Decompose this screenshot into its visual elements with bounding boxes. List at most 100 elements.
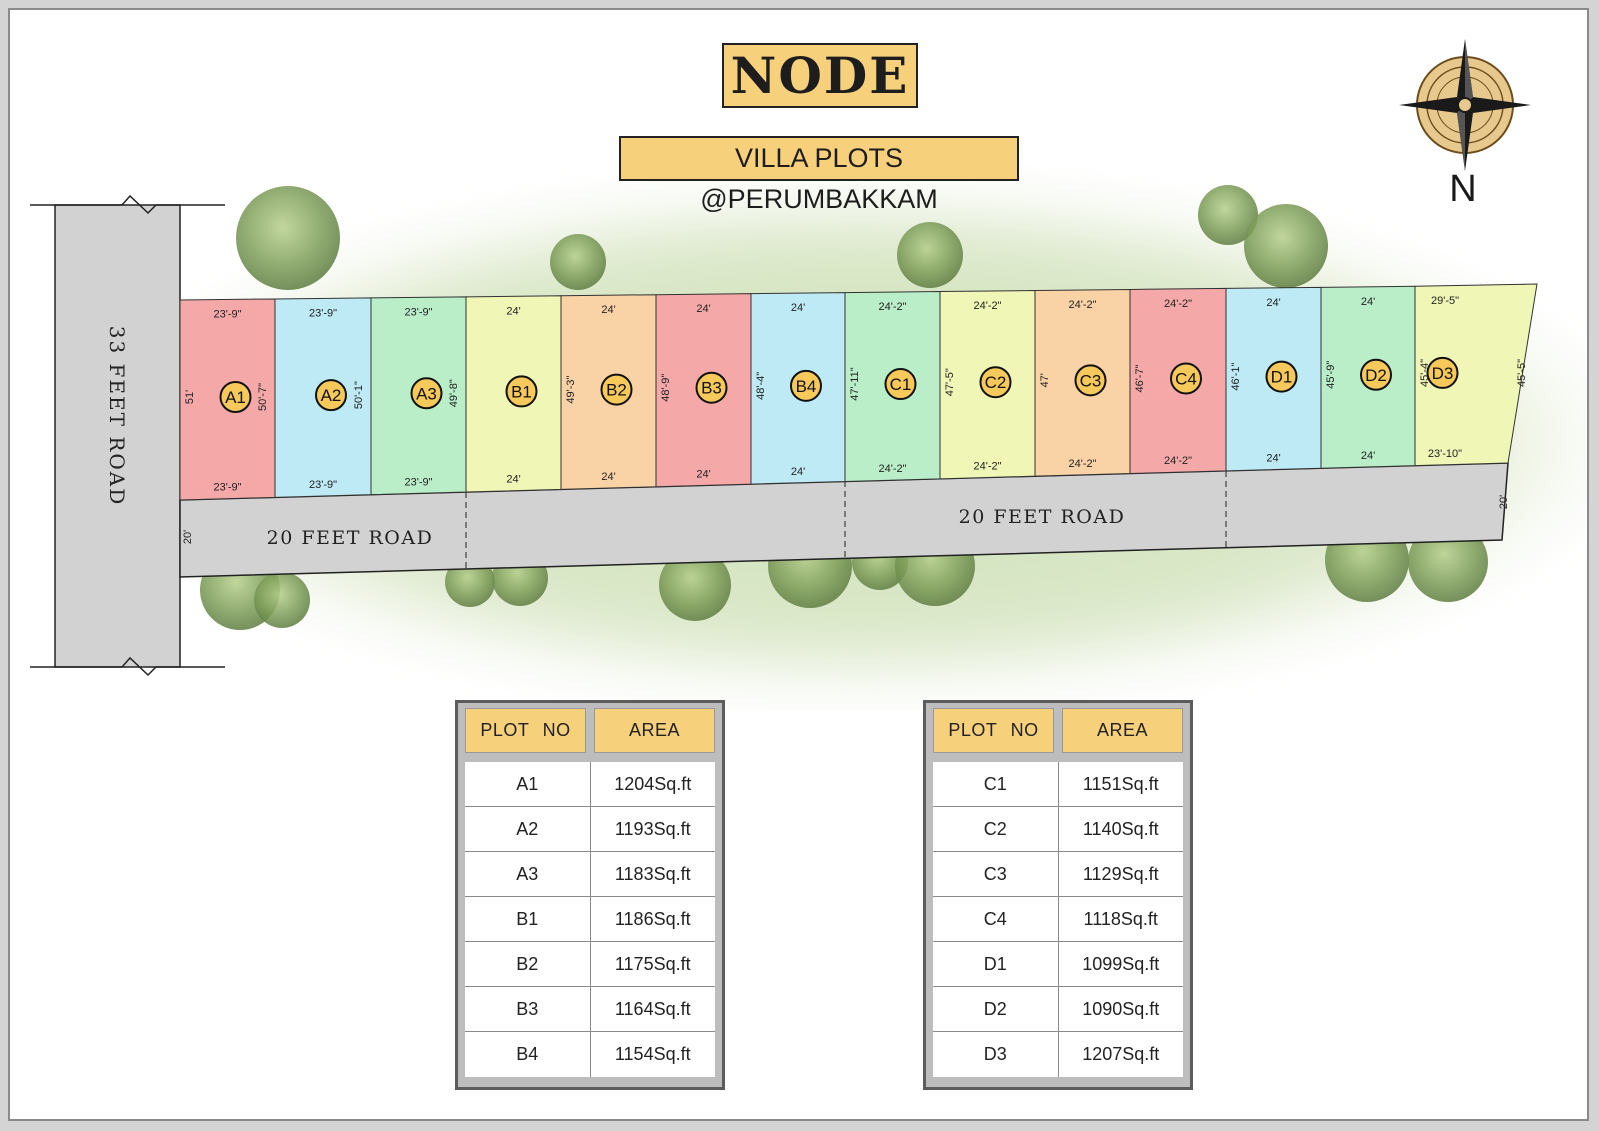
plot-dim-bottom: 24'	[1266, 453, 1280, 465]
plot-no-cell: B2	[465, 942, 591, 986]
site-plan-map: 33 FEET ROAD 20 FEET ROAD 20 FEET ROAD 2…	[30, 39, 1587, 700]
plot-dim-bottom: 24'	[1361, 450, 1375, 462]
plot-dim-top: 24'-2"	[973, 300, 1001, 312]
plot-badge	[1426, 356, 1459, 389]
main-road-label: 33 FEET ROAD	[105, 326, 129, 507]
table-header: PLOT NO AREA	[465, 708, 715, 753]
area-cell: 1175Sq.ft	[614, 953, 691, 974]
plot-dim-bottom: 23'-9"	[309, 479, 337, 491]
table-row: B2 1175Sq.ft	[465, 942, 715, 987]
plot-label: D2	[1365, 366, 1387, 385]
table-row: C3 1129Sq.ft	[933, 852, 1183, 897]
page-subtitle: VILLA PLOTS @PERUMBAKKAM	[619, 136, 1019, 214]
plot-no-cell: A3	[465, 852, 591, 896]
plot-dim-left: 46'-7"	[1134, 364, 1146, 392]
area-cell: 1207Sq.ft	[1082, 1044, 1160, 1064]
tree	[1198, 185, 1258, 245]
plot-dim-top: 24'	[696, 303, 710, 315]
plot-d1[interactable]: D1 24' 24' 46'-1"	[1225, 286, 1322, 472]
area-cell: 1129Sq.ft	[1082, 863, 1159, 884]
header-area: AREA	[1062, 708, 1183, 753]
road-width-right: 20'	[1498, 495, 1510, 509]
plot-no-cell: C2	[933, 807, 1059, 851]
plot-label: B3	[701, 379, 722, 398]
area-cell: 1154Sq.ft	[614, 1044, 691, 1064]
plot-badge	[1074, 364, 1107, 397]
plot-dim-bottom: 23'-9"	[404, 476, 432, 488]
plot-dim-bottom: 24'	[791, 466, 805, 478]
plot-no-cell: B3	[465, 987, 591, 1031]
plot-label: D1	[1271, 368, 1293, 387]
plot-label: A2	[321, 386, 342, 405]
header-area: AREA	[594, 708, 715, 753]
plot-badge	[1360, 358, 1392, 391]
page-frame: 33 FEET ROAD 20 FEET ROAD 20 FEET ROAD 2…	[8, 8, 1589, 1121]
road-width-left: 20'	[182, 530, 194, 544]
plot-label: B4	[796, 377, 817, 396]
inner-road-label-left: 20 FEET ROAD	[267, 527, 434, 549]
area-cell: 1140Sq.ft	[1082, 818, 1159, 839]
plot-badge	[1170, 362, 1202, 395]
area-cell: 1118Sq.ft	[1083, 908, 1158, 929]
plot-badge	[410, 377, 443, 410]
plot-dim-bottom: 24'-2"	[878, 463, 906, 475]
area-cell: 1204Sq.ft	[614, 773, 692, 794]
plot-no-cell: B4	[465, 1032, 591, 1077]
plot-badge	[505, 375, 538, 408]
plot-dim-top: 24'-2"	[878, 301, 906, 313]
area-cell: 1090Sq.ft	[1082, 998, 1160, 1019]
plot-dim-left: 51'	[184, 390, 196, 404]
tree	[1244, 204, 1328, 288]
plot-label: B1	[511, 382, 532, 401]
area-cell: 1164Sq.ft	[614, 998, 691, 1019]
area-cell: 1193Sq.ft	[614, 818, 691, 839]
header-plot-no: PLOT NO	[933, 708, 1054, 753]
plot-dim-left: 48'-9"	[660, 374, 672, 402]
plot-badge	[315, 379, 347, 412]
plot-dim-top: 24'	[1266, 297, 1280, 309]
plot-dim-top: 23'-9"	[309, 307, 337, 319]
tree	[254, 572, 310, 628]
plot-badge	[600, 373, 633, 406]
plot-dim-left: 48'-4"	[755, 372, 767, 400]
compass-north-label: N	[1449, 168, 1476, 210]
plot-dim-left: 45'-4"	[1419, 359, 1431, 387]
plot-dim-bottom: 24'-2"	[973, 461, 1001, 473]
plot-badge	[979, 366, 1012, 399]
area-cell: 1099Sq.ft	[1082, 953, 1160, 974]
plot-no-cell: A2	[465, 807, 591, 851]
tree	[550, 234, 606, 290]
plot-dim-left: 46'-1"	[1230, 363, 1242, 391]
plot-dim-bottom: 23'-10"	[1428, 448, 1462, 460]
plot-dim-bottom: 24'	[601, 471, 615, 483]
plot-dim-top: 24'	[506, 305, 520, 317]
plot-dim-right: 45'-5"	[1516, 359, 1528, 387]
table-row: B3 1164Sq.ft	[465, 987, 715, 1032]
plot-no-cell: C3	[933, 852, 1059, 896]
plot-dim-top: 24'	[601, 304, 615, 316]
plot-dim-top: 29'-5"	[1431, 295, 1459, 307]
plot-dim-right: 50'-7"	[257, 383, 269, 411]
table-row: B4 1154Sq.ft	[465, 1032, 715, 1077]
plot-label: A3	[416, 384, 437, 403]
